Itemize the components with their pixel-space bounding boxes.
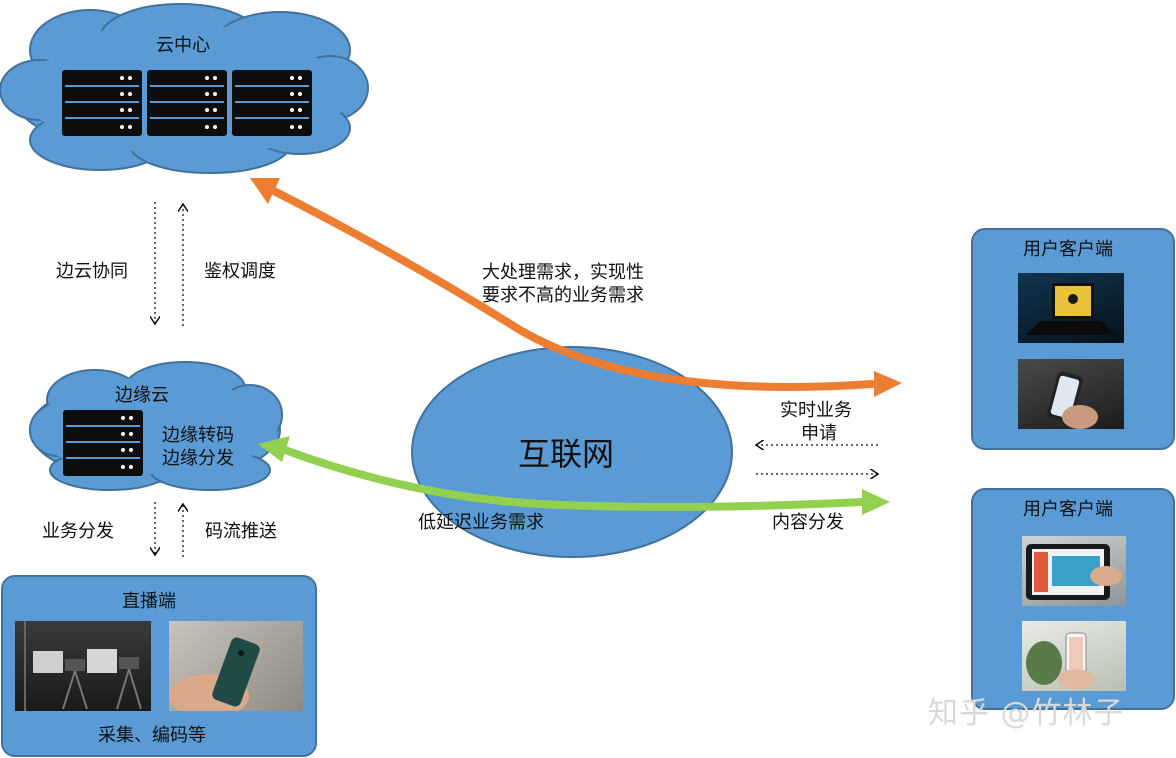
request-flow-line1: 实时业务 bbox=[780, 400, 852, 421]
edge-cloud-line1: 边缘转码 bbox=[162, 425, 234, 446]
orange-flow-line2: 要求不高的业务需求 bbox=[482, 285, 644, 306]
cloud-center-title: 云中心 bbox=[156, 35, 210, 56]
edge-cloud-line2: 边缘分发 bbox=[162, 448, 234, 469]
green-arrowhead-right bbox=[862, 489, 890, 515]
orange-flow-line1: 大处理需求，实现性 bbox=[482, 262, 644, 283]
orange-flow-arrow bbox=[268, 186, 876, 391]
watermark: 知乎 @竹林子 bbox=[928, 696, 1125, 731]
server-icon bbox=[147, 70, 227, 136]
phone-plant-image bbox=[1022, 621, 1126, 691]
cloud-edge-down-label: 边云协同 bbox=[56, 261, 128, 282]
client-bottom-title: 用户客户端 bbox=[1023, 499, 1113, 520]
client-panel-top: 用户客户端 bbox=[971, 228, 1175, 450]
smartphone-hand-image bbox=[169, 621, 303, 711]
live-end-caption: 采集、编码等 bbox=[98, 725, 206, 746]
server-icon bbox=[63, 410, 143, 476]
request-flow-line2: 申请 bbox=[801, 423, 837, 444]
green-arrowhead-left bbox=[258, 436, 290, 462]
laptop-image bbox=[1018, 273, 1124, 343]
live-end-panel: 直播端 采集、编码等 bbox=[1, 575, 317, 757]
client-top-title: 用户客户端 bbox=[1023, 239, 1113, 260]
phone-in-hand-image bbox=[1018, 359, 1124, 429]
studio-cameras-image bbox=[15, 621, 151, 711]
client-panel-bottom: 用户客户端 bbox=[971, 488, 1175, 710]
live-end-title: 直播端 bbox=[122, 591, 176, 612]
server-icon bbox=[62, 70, 142, 136]
green-flow-right-label: 内容分发 bbox=[772, 512, 844, 533]
internet-label: 互联网 bbox=[518, 435, 615, 473]
green-flow-arrow bbox=[281, 446, 866, 511]
edge-cloud-title: 边缘云 bbox=[115, 385, 169, 406]
orange-arrowhead-right bbox=[874, 371, 902, 397]
tablet-image bbox=[1022, 536, 1126, 606]
edge-live-up-label: 码流推送 bbox=[205, 521, 277, 542]
green-flow-left-label: 低延迟业务需求 bbox=[418, 512, 544, 533]
edge-live-down-label: 业务分发 bbox=[42, 521, 114, 542]
orange-arrowhead-left bbox=[250, 178, 280, 204]
cloud-edge-up-label: 鉴权调度 bbox=[204, 261, 276, 282]
server-icon bbox=[232, 70, 312, 136]
